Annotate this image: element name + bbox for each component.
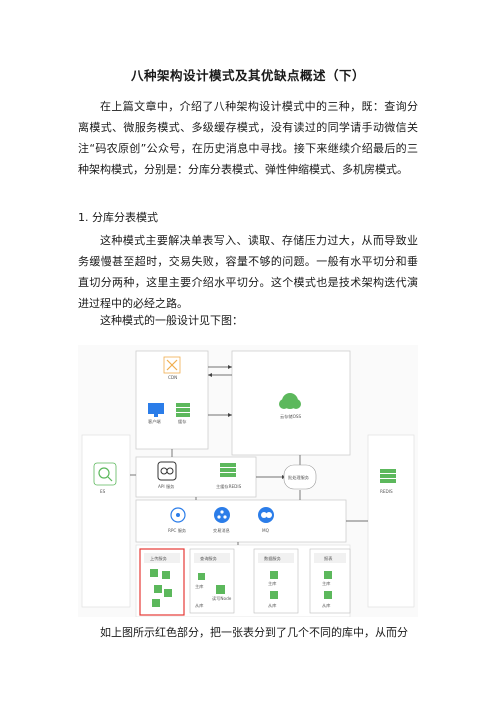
shard3-label: 数据服务 [264, 555, 282, 562]
shard2-db-c: 读写Node [212, 595, 232, 602]
architecture-diagram: CDN 云存储OSS 客户端 缓存 [78, 345, 418, 617]
oss-cloud-icon [279, 393, 301, 409]
mq-label: 交易消息 [213, 527, 230, 534]
cdn-label: CDN [168, 375, 177, 380]
article-title: 八种架构设计模式及其优缺点概述（下） [130, 68, 365, 83]
rpc-label: RPC 服务 [168, 527, 187, 534]
shard2-label: 查询服务 [200, 555, 218, 562]
client-label: 客户端 [148, 418, 161, 425]
shard4-db-a: 主库 [322, 580, 330, 587]
shard3-db-icons [270, 571, 278, 599]
shard3-db-b: 从库 [268, 602, 276, 609]
log-label: ES [100, 489, 106, 494]
shard4-label: 报表 [324, 555, 333, 562]
api-service-icon [157, 461, 177, 481]
redis-side-icon [380, 469, 396, 483]
mq-icon [214, 507, 230, 523]
after-diagram-paragraph: 如上图所示红色部分，把一张表分到了几个不同的库中，从而分 [100, 626, 408, 639]
shard2-db-b: 从库 [195, 602, 203, 609]
mq2-icon [258, 507, 274, 523]
mq2-label: MQ [262, 528, 270, 533]
cache-label: 缓存 [178, 418, 186, 425]
oss-label: 云存储OSS [280, 413, 302, 420]
redis-master-label: 主缓存REDIS [216, 483, 242, 490]
log-search-icon [93, 462, 117, 486]
shard4-db-b: 从库 [322, 602, 330, 609]
shard2-db-icons [198, 573, 225, 594]
api-label: API 服务 [158, 483, 175, 490]
architecture-diagram-svg: CDN 云存储OSS 客户端 缓存 [81, 350, 415, 617]
shard1-label: 上传服务 [150, 555, 168, 562]
client-monitor-icon [148, 403, 164, 417]
rpc-network-icon [170, 507, 186, 523]
cdn-icon [163, 356, 181, 374]
shard3-db-a: 主库 [268, 580, 276, 587]
section-heading: 1. 分库分表模式 [78, 211, 158, 224]
intro-paragraph: 在上篇文章中，介绍了八种架构设计模式中的三种，既：查询分离模式、微服务模式、多级… [78, 100, 418, 176]
shard2-db-a: 主库 [195, 583, 203, 590]
shard1-db-icons [150, 569, 172, 607]
section-paragraph: 这种模式主要解决单表写入、读取、存储压力过大，从而导致业务缓慢甚至超时，交易失败… [78, 234, 418, 310]
batch-label: 批处理服务 [288, 474, 310, 481]
shard4-db-icons [324, 571, 332, 599]
cache-stack-icon [176, 403, 190, 417]
redis-side-label: REDIS [380, 489, 393, 494]
redis-master-icon [220, 463, 236, 477]
diagram-intro: 这种模式的一般设计见下图： [100, 314, 243, 327]
